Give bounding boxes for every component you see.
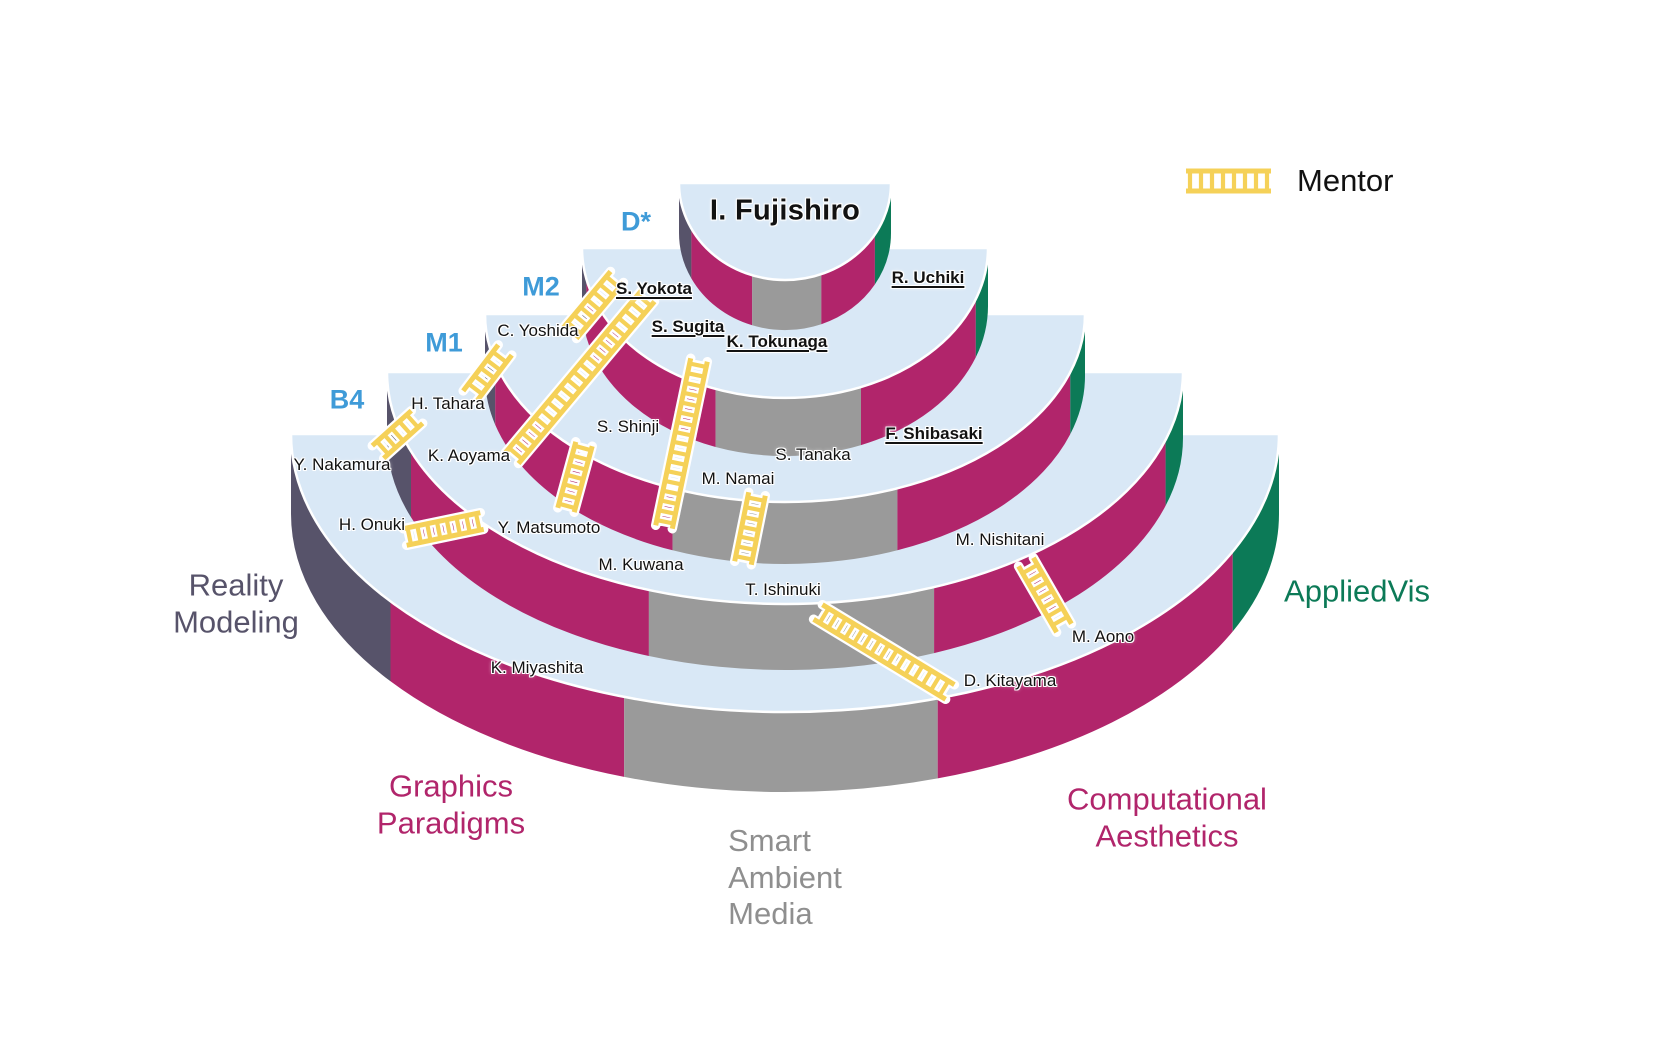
mentor-ladder [1013, 553, 1077, 637]
sector-face [874, 183, 891, 285]
sector-face [1165, 372, 1183, 506]
mentor-ladder [367, 405, 428, 464]
mentor-ladder [500, 285, 660, 469]
mentor-legend-ladder-icon [1181, 166, 1276, 196]
sector-face [937, 551, 1233, 779]
sector-face [715, 387, 861, 457]
sector-face [752, 274, 822, 331]
sector-face [861, 299, 976, 446]
mentor-ladder [398, 507, 489, 551]
sector-face [691, 228, 753, 326]
sector-face [821, 234, 875, 325]
sector-face [897, 372, 1071, 551]
mentor-ladder [729, 487, 771, 570]
sector-face [411, 451, 649, 656]
mentor-ladder [458, 340, 517, 406]
mentor-ladder [650, 353, 713, 534]
sector-face [624, 696, 938, 793]
sector-face [1232, 434, 1279, 632]
tier-surface [677, 181, 893, 282]
mentor-ladder [553, 437, 597, 517]
mentor-ladder [808, 599, 960, 705]
mentor-ladder [558, 266, 629, 344]
sector-face [291, 434, 391, 682]
sector-face [672, 488, 898, 564]
sector-face [390, 601, 625, 777]
